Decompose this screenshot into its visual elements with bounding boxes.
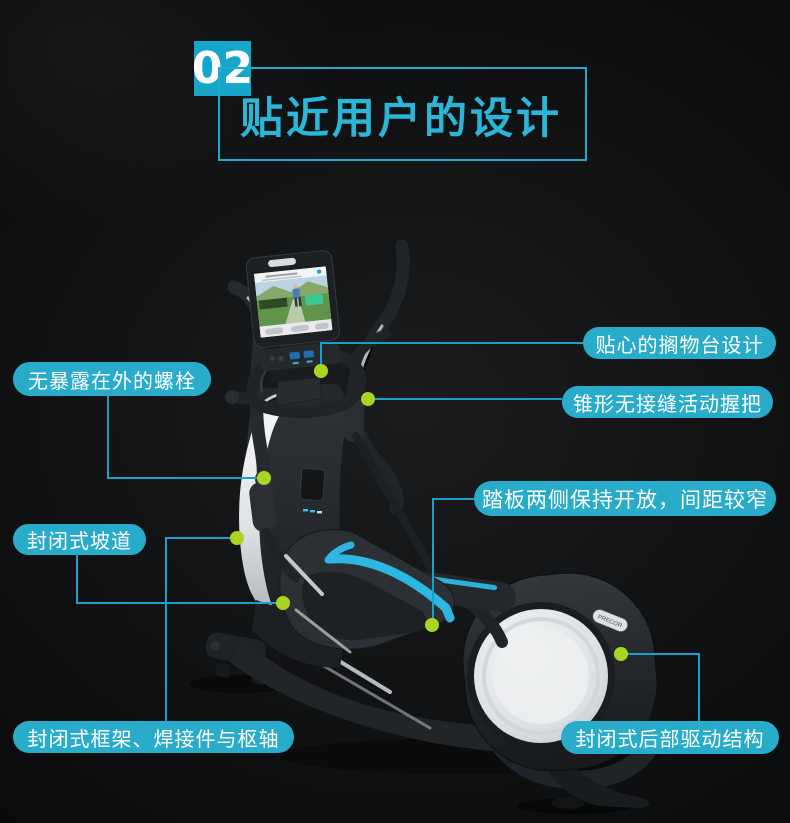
callout-dot bbox=[361, 392, 375, 406]
callout-dot bbox=[425, 618, 439, 632]
callout-line bbox=[165, 538, 167, 722]
callout-line bbox=[76, 602, 278, 604]
console-handle bbox=[268, 257, 296, 268]
callout-dot bbox=[276, 596, 290, 610]
callout-line bbox=[432, 498, 434, 619]
callout-dot bbox=[230, 531, 244, 545]
white-shroud bbox=[239, 403, 283, 610]
callout-line bbox=[165, 537, 231, 539]
console-screen[interactable] bbox=[254, 266, 333, 338]
callout-seamless-grip: 锥形无接缝活动握把 bbox=[562, 386, 773, 418]
callout-line bbox=[627, 653, 700, 655]
tower-boot bbox=[252, 600, 345, 668]
callout-dot bbox=[257, 471, 271, 485]
callout-open-pedals: 踏板两侧保持开放，间距较窄 bbox=[474, 481, 776, 516]
title-outline-box bbox=[218, 67, 587, 161]
callout-line bbox=[107, 477, 259, 479]
pedal-accent-branch bbox=[324, 541, 355, 564]
page-title: 贴近用户的设计 bbox=[240, 95, 562, 143]
callout-closed-frame: 封闭式框架、焊接件与枢轴 bbox=[13, 721, 294, 753]
pedal-accent-stripe bbox=[325, 554, 455, 623]
callout-line bbox=[374, 398, 562, 400]
callout-line bbox=[107, 396, 109, 478]
callout-dot bbox=[314, 364, 328, 378]
tower-vent bbox=[299, 468, 326, 501]
right-swing-arm bbox=[343, 239, 436, 574]
callout-line bbox=[433, 498, 474, 500]
callout-no-exposed-bolts: 无暴露在外的螺栓 bbox=[13, 362, 211, 396]
callout-shelf-design: 贴心的搁物台设计 bbox=[583, 327, 776, 359]
callout-line bbox=[76, 553, 78, 604]
callout-closed-ramp: 封闭式坡道 bbox=[13, 524, 146, 555]
callout-dot bbox=[614, 647, 628, 661]
tower-led-row bbox=[303, 509, 322, 514]
near-pedal bbox=[279, 529, 455, 654]
console-control-panel[interactable] bbox=[259, 341, 342, 383]
callout-line bbox=[320, 342, 322, 366]
callout-closed-rear-drive: 封闭式后部驱动结构 bbox=[561, 721, 779, 754]
callout-line bbox=[321, 342, 583, 344]
callout-line bbox=[698, 654, 700, 721]
